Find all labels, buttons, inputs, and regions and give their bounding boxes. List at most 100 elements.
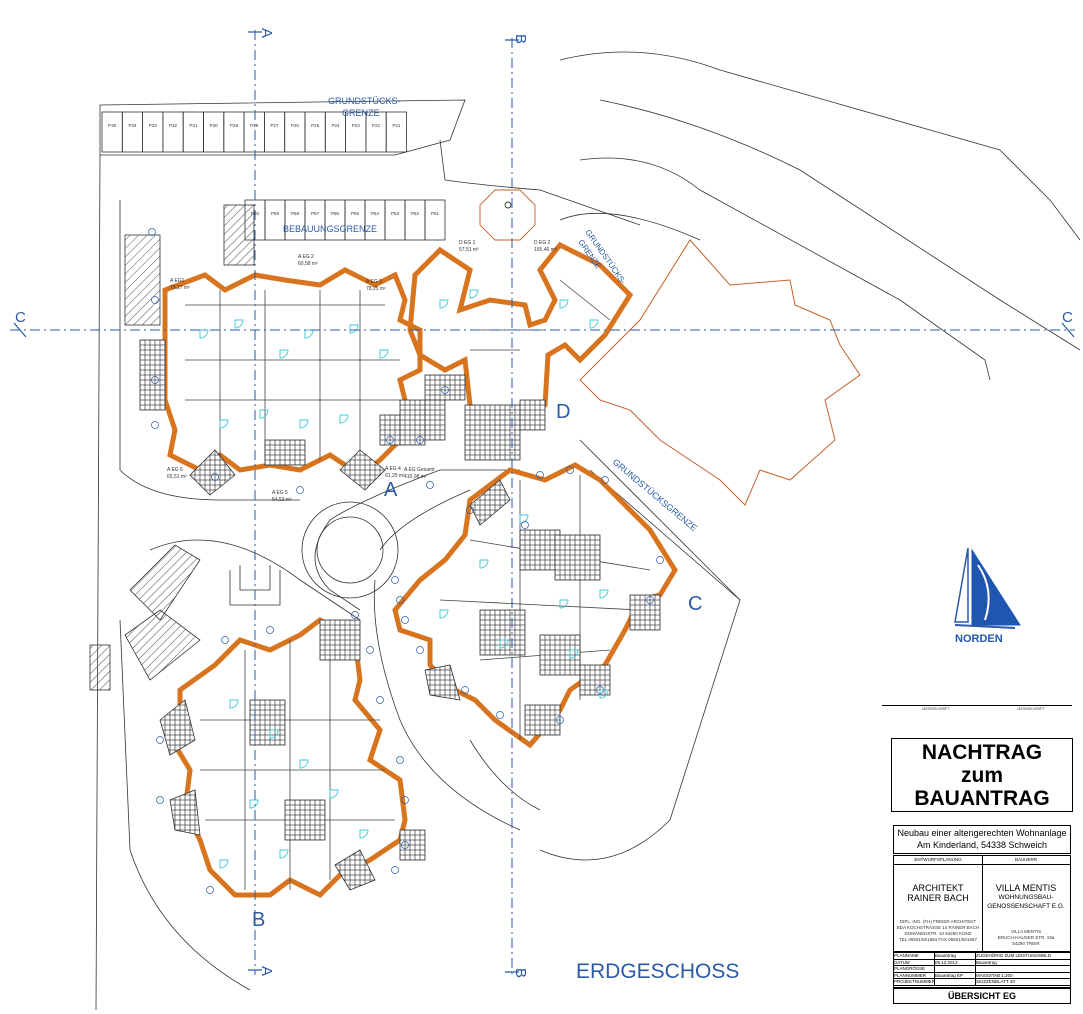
- parking-stall: [424, 199, 446, 241]
- door-swing: [249, 799, 259, 809]
- client-sub-1: WOHNUNGSBAU-: [998, 894, 1054, 901]
- parking-stall-label: P21: [392, 123, 401, 128]
- door-swing: [199, 329, 209, 339]
- parking-stall-label: P58: [291, 211, 300, 216]
- client-addr-3: 54290 TRIER: [1012, 941, 1040, 946]
- parking-stall: [101, 111, 123, 153]
- door-swing: [219, 419, 229, 429]
- parking-stall-label: P26: [291, 123, 300, 128]
- dimension-marker: [556, 716, 564, 724]
- dimension-marker: [148, 228, 156, 236]
- parking-stall: [304, 111, 326, 153]
- parking-stall-label: P56: [331, 211, 340, 216]
- axis-a-top: A: [258, 28, 275, 38]
- architect-name-1: ARCHITEKT: [912, 883, 964, 893]
- door-swing: [279, 349, 289, 359]
- door-swing: [499, 639, 509, 649]
- dimension-marker: [391, 576, 399, 584]
- parking-stall: [385, 111, 407, 153]
- parking-stall: [182, 111, 204, 153]
- parking-stall: [203, 111, 225, 153]
- parking-stall: [324, 111, 346, 153]
- unit-a-eg6-area: 65,51 m²: [167, 474, 187, 480]
- door-swing: [304, 329, 314, 339]
- axis-lines: [10, 30, 1075, 975]
- door-swing: [569, 649, 579, 659]
- dimension-marker: [351, 611, 359, 619]
- unit-a-eg1: A EG1: [170, 278, 185, 284]
- parking-stall: [264, 199, 286, 241]
- dimension-marker: [426, 481, 434, 489]
- architect-addr-2: BDA KOCHSTRASSE 14 RAINER BACH: [896, 925, 980, 930]
- dimension-marker: [156, 796, 164, 804]
- parking-stall: [263, 111, 286, 153]
- door-swing: [479, 559, 489, 569]
- dimension-marker: [396, 756, 404, 764]
- axis-a-bottom: A: [258, 966, 275, 976]
- dimension-marker: [206, 886, 214, 894]
- property-line-label-diag: GRUNDSTÜCKSGRENZE: [611, 457, 699, 533]
- building-line-label: BEBAUUNGSGRENZE: [283, 224, 377, 234]
- parking-stall-label: P34: [128, 123, 137, 128]
- parking-stall: [142, 111, 164, 153]
- dimension-marker: [596, 686, 604, 694]
- unit-a-eg6: A EG 6: [167, 467, 183, 473]
- architect-addr-4: TEL 06501/601684 FAX 06501/601687: [899, 937, 977, 942]
- door-swing: [229, 699, 239, 709]
- parking-stall-label: P52: [411, 211, 420, 216]
- unit-d-eg1-area: 57,51 m²: [459, 247, 479, 253]
- dimension-marker: [401, 841, 409, 849]
- dimension-marker: [416, 646, 424, 654]
- parking-stall: [404, 199, 426, 241]
- unit-a-eg2: A EG 2: [298, 254, 314, 260]
- parking-stall-label: P29: [230, 123, 239, 128]
- property-line-label-top-2: GRENZE: [342, 108, 380, 118]
- dimension-marker: [536, 471, 544, 479]
- dimension-marker: [416, 436, 424, 444]
- unit-a-eg3: A EG 3: [366, 279, 382, 285]
- dimension-marker: [646, 596, 654, 604]
- dimension-marker: [366, 646, 374, 654]
- parking-stall: [162, 111, 184, 153]
- unit-a-eg3-area: 78,25 m²: [366, 286, 386, 292]
- unit-a-eg5: A EG 5: [272, 490, 288, 496]
- ramp-hatch: [89, 204, 255, 691]
- parking-stall-label: P25: [311, 123, 320, 128]
- parking-stall-label: P32: [169, 123, 178, 128]
- parking-stall: [344, 199, 366, 241]
- door-swing: [279, 849, 289, 859]
- dimension-marker: [396, 596, 404, 604]
- project-line-2: Am Kinderland, 54338 Schweich: [916, 840, 1048, 850]
- parking-stall: [284, 199, 306, 241]
- parking-stall-label: P22: [372, 123, 381, 128]
- property-line-label-top: GRUNDSTÜCKS-: [328, 96, 401, 106]
- client-addr-1: VILLA MENTIS: [1010, 929, 1042, 934]
- building-a: [139, 267, 426, 496]
- building-d: [407, 241, 634, 461]
- parking-stall: [304, 199, 326, 241]
- door-swing: [519, 514, 529, 524]
- unit-d-eg1: D EG 1: [459, 240, 476, 246]
- dimension-marker: [386, 436, 394, 444]
- north-label: NORDEN: [955, 633, 1003, 645]
- dimension-marker: [521, 521, 529, 529]
- dimension-marker: [376, 696, 384, 704]
- door-swing: [379, 349, 389, 359]
- door-swing: [439, 299, 449, 309]
- door-swing: [349, 324, 359, 334]
- parking-stall-label: P23: [352, 123, 361, 128]
- parking-stall-label: P51: [431, 211, 440, 216]
- door-swing: [469, 289, 479, 299]
- door-swing: [329, 789, 339, 799]
- parking-stall: [365, 111, 387, 153]
- parking-stall-label: P31: [189, 123, 198, 128]
- unit-a-eg4: A EG 4: [385, 466, 401, 472]
- parking-stall: [121, 111, 144, 153]
- property-outline: [95, 51, 1081, 1011]
- dimension-marker: [566, 466, 574, 474]
- door-swing: [359, 829, 369, 839]
- dimension-marker: [151, 296, 159, 304]
- parking-stall-label: P54: [371, 211, 380, 216]
